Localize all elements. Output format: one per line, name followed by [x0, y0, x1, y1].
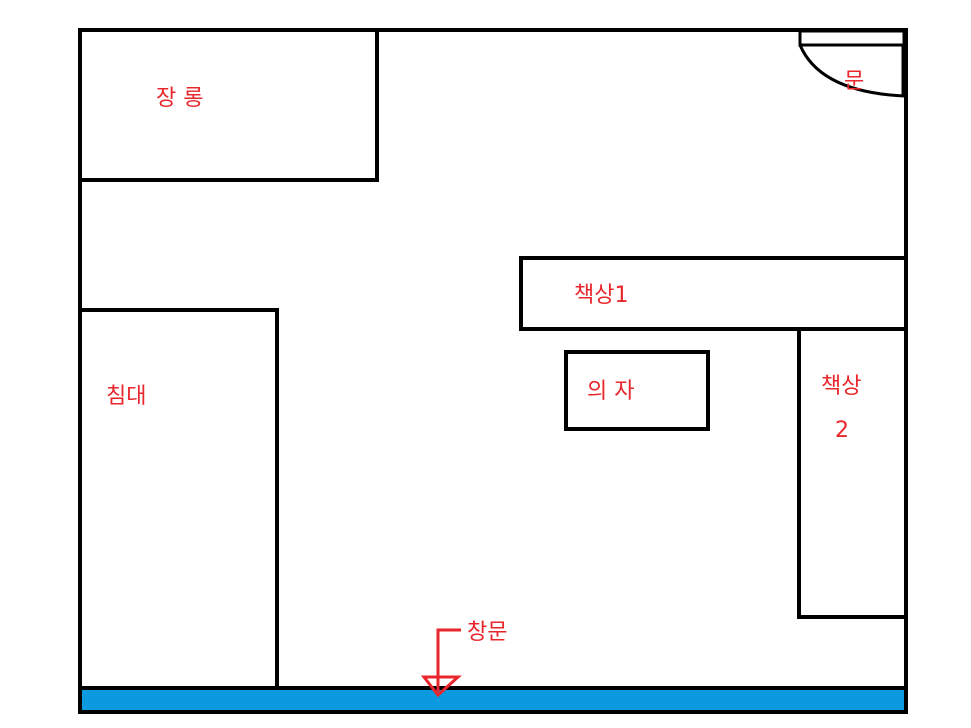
wardrobe [78, 28, 379, 182]
desk-2 [797, 327, 908, 619]
bed-label: 침대 [106, 384, 146, 409]
chair [564, 350, 710, 431]
desk-2-label-line1: 책상 [821, 374, 861, 399]
door [798, 29, 906, 98]
door-panel [798, 29, 906, 47]
window-pointer-arrow [420, 628, 462, 698]
door-swing-arc [798, 44, 905, 98]
desk-2-label-line2: 2 [835, 418, 849, 443]
desk-1-label: 책상1 [574, 283, 628, 308]
room-outline [78, 28, 908, 714]
desk-1 [519, 256, 908, 331]
wardrobe-label: 장 롱 [156, 86, 203, 111]
window [78, 686, 908, 714]
door-label: 문 [844, 69, 864, 94]
chair-label: 의 자 [587, 379, 634, 404]
bed [78, 308, 279, 690]
window-label: 창문 [467, 620, 507, 645]
